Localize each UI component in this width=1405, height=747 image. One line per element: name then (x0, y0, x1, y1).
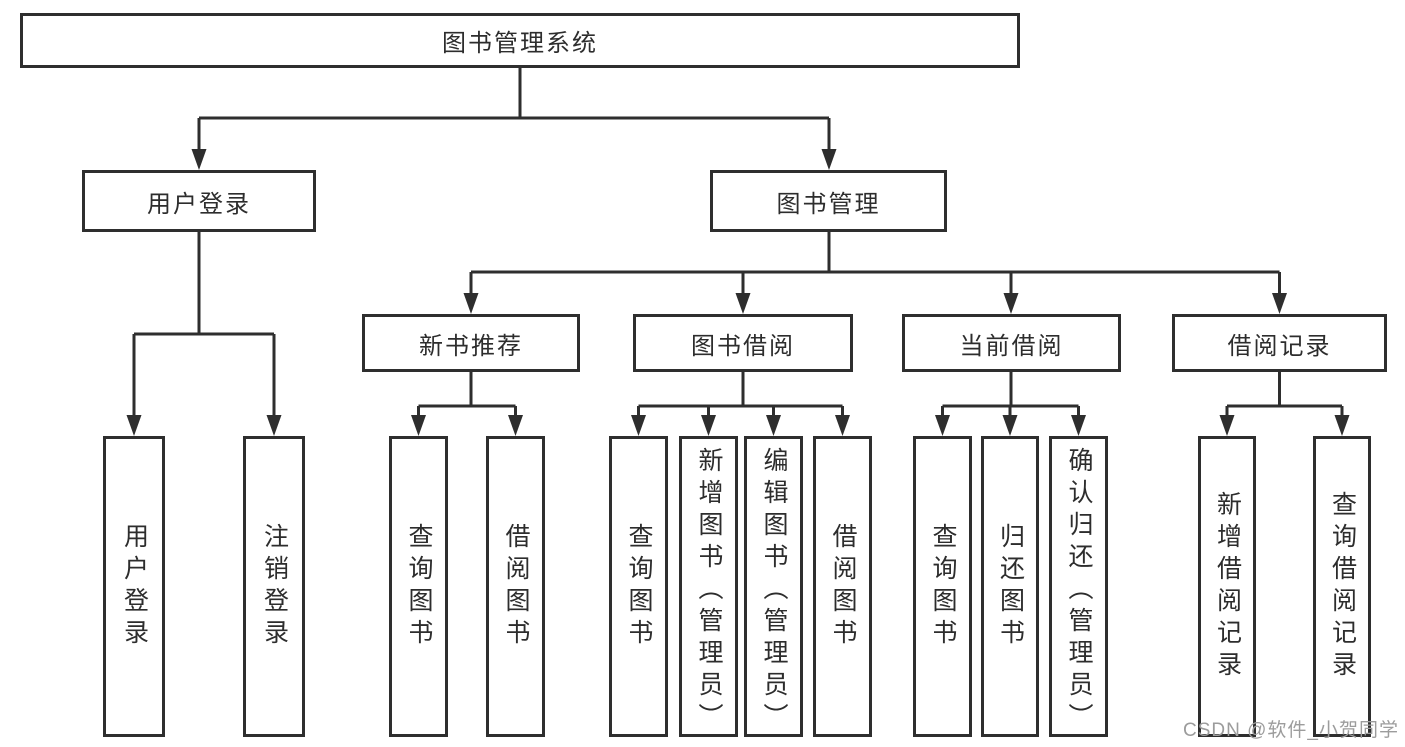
leaf-borrow-books: 借阅图书 (813, 436, 872, 737)
node-borrowing-records: 借阅记录 (1172, 314, 1387, 372)
node-new-book-recommendation: 新书推荐 (362, 314, 580, 372)
leaf-confirm-return-admin: 确认归还（管理员） (1049, 436, 1108, 737)
leaf-add-books-admin: 新增图书（管理员） (679, 436, 738, 737)
leaf-logout: 注销登录 (243, 436, 305, 737)
leaf-user-login: 用户登录 (103, 436, 165, 737)
leaf-add-borrow-record: 新增借阅记录 (1198, 436, 1256, 737)
arrowhead-icons (126, 149, 1350, 436)
node-book-management: 图书管理 (710, 170, 947, 232)
node-user-login: 用户登录 (82, 170, 316, 232)
leaf-query-borrow-record: 查询借阅记录 (1313, 436, 1371, 737)
leaf-query-books-current: 查询图书 (913, 436, 972, 737)
node-book-borrowing: 图书借阅 (633, 314, 853, 372)
leaf-edit-books-admin: 编辑图书（管理员） (744, 436, 803, 737)
node-root-system: 图书管理系统 (20, 13, 1020, 68)
csdn-watermark: CSDN @软件_小贺同学 (1183, 720, 1399, 741)
leaf-query-books-recommend: 查询图书 (389, 436, 448, 737)
leaf-return-books: 归还图书 (981, 436, 1039, 737)
leaf-query-books-borrowing: 查询图书 (609, 436, 668, 737)
leaf-borrow-books-recommend: 借阅图书 (486, 436, 545, 737)
node-current-borrowing: 当前借阅 (902, 314, 1121, 372)
